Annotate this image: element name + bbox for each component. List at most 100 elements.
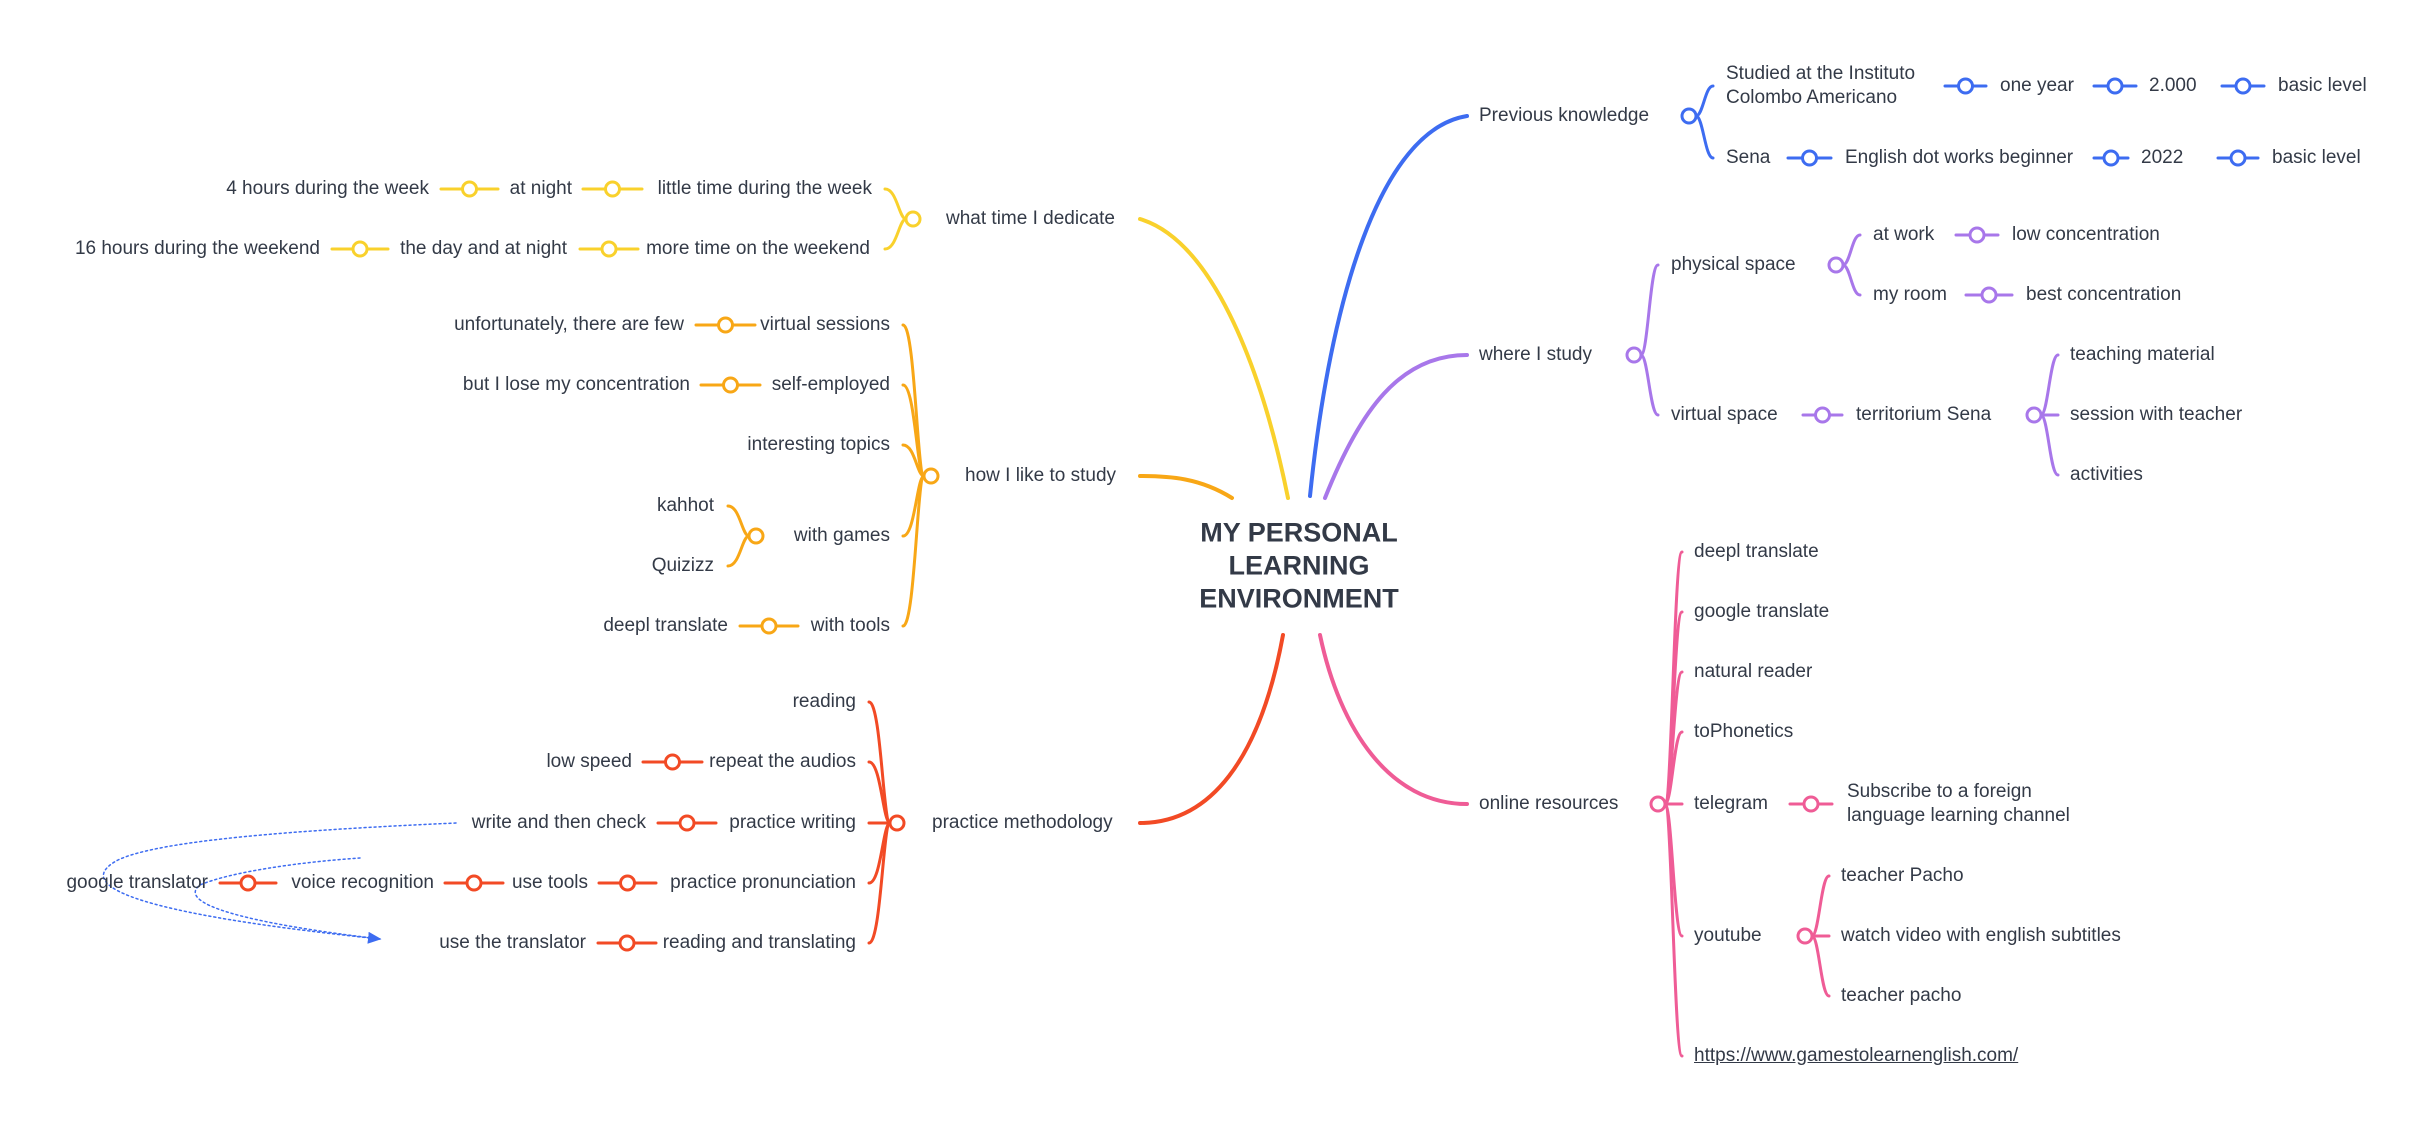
online-hub[interactable] bbox=[1649, 795, 1667, 813]
audios-low-speed[interactable]: low speed bbox=[546, 751, 632, 772]
how-virtual-sessions[interactable]: virtual sessions bbox=[760, 314, 890, 335]
time-weekend[interactable]: more time on the weekend bbox=[646, 238, 870, 259]
online-youtube[interactable]: youtube bbox=[1694, 925, 1762, 946]
how-self-employed-note[interactable]: but I lose my concentration bbox=[462, 374, 690, 395]
where-hub[interactable] bbox=[1625, 346, 1643, 364]
room-link-node[interactable] bbox=[1980, 286, 1998, 304]
physical-hub[interactable] bbox=[1827, 256, 1845, 274]
how-with-tools[interactable]: with tools bbox=[810, 615, 890, 636]
translating-note[interactable]: use the translator bbox=[439, 932, 586, 953]
online-tophonetics[interactable]: toPhonetics bbox=[1694, 721, 1794, 742]
knowledge-sena[interactable]: Sena bbox=[1726, 147, 1771, 168]
work-low-concentration[interactable]: low concentration bbox=[2012, 224, 2160, 245]
time-week-link-2-node[interactable] bbox=[461, 180, 478, 198]
physical-at-work[interactable]: at work bbox=[1873, 224, 1935, 245]
branch-time[interactable]: what time I dedicate bbox=[946, 208, 1115, 229]
inst-link-1-node[interactable] bbox=[1957, 77, 1974, 95]
how-virtual-link-node[interactable] bbox=[717, 316, 734, 334]
inst-link-2-node[interactable] bbox=[2106, 77, 2124, 95]
games-kahhot[interactable]: kahhot bbox=[656, 495, 714, 516]
how-with-games[interactable]: with games bbox=[793, 525, 890, 546]
writing-link-node[interactable] bbox=[678, 814, 696, 832]
games-quizizz[interactable]: Quizizz bbox=[651, 555, 714, 576]
time-hub[interactable] bbox=[904, 210, 922, 228]
method-repeat-audios[interactable]: repeat the audios bbox=[709, 751, 856, 772]
sena-basic-level[interactable]: basic level bbox=[2272, 147, 2361, 168]
virtual-territorium-sena[interactable]: territorium Sena bbox=[1856, 404, 1992, 425]
where-fan-1 bbox=[1639, 353, 1660, 417]
time-week-hours[interactable]: 4 hours during the week bbox=[226, 178, 429, 199]
online-google-translate[interactable]: google translate bbox=[1694, 601, 1830, 622]
territorium-hub[interactable] bbox=[2025, 406, 2043, 424]
knowledge-hub[interactable] bbox=[1680, 107, 1698, 125]
time-week-at-night[interactable]: at night bbox=[509, 178, 572, 199]
central-topic[interactable]: MY PERSONAL LEARNING ENVIRONMENT bbox=[1199, 517, 1399, 616]
sena-link-1-node[interactable] bbox=[1801, 149, 1818, 167]
branch-knowledge[interactable]: Previous knowledge bbox=[1479, 105, 1650, 126]
youtube-teacher-pacho-2[interactable]: teacher pacho bbox=[1841, 985, 1962, 1006]
online-games-link[interactable]: https://www.gamestolearnenglish.com/ bbox=[1694, 1045, 2019, 1066]
territorium-teaching-material[interactable]: teaching material bbox=[2070, 344, 2215, 365]
instituto-2000[interactable]: 2.000 bbox=[2149, 75, 2197, 96]
youtube-teacher-pacho[interactable]: teacher Pacho bbox=[1841, 865, 1964, 886]
work-link-node[interactable] bbox=[1968, 226, 1986, 244]
audios-link-node[interactable] bbox=[664, 753, 681, 771]
branch-where[interactable]: where I study bbox=[1479, 344, 1592, 365]
how-self-link-node[interactable] bbox=[722, 376, 739, 394]
time-week-link-1-node[interactable] bbox=[604, 180, 621, 198]
territorium-session-teacher[interactable]: session with teacher bbox=[2070, 404, 2243, 425]
youtube-watch-subtitles[interactable]: watch video with english subtitles bbox=[1841, 925, 2121, 946]
method-hub[interactable] bbox=[888, 814, 906, 832]
branch-how[interactable]: how I like to study bbox=[965, 465, 1117, 486]
method-practice-writing[interactable]: practice writing bbox=[729, 812, 856, 833]
pron-link-1-node[interactable] bbox=[619, 874, 636, 892]
pron-link-2-node[interactable] bbox=[465, 874, 483, 892]
time-fan-0 bbox=[883, 187, 908, 221]
territorium-activities[interactable]: activities bbox=[2070, 464, 2143, 485]
writing-note[interactable]: write and then check bbox=[471, 812, 646, 833]
method-reading[interactable]: reading bbox=[792, 691, 856, 712]
time-week[interactable]: little time during the week bbox=[657, 178, 872, 199]
online-natural-reader[interactable]: natural reader bbox=[1694, 661, 1813, 682]
method-reading-translating[interactable]: reading and translating bbox=[662, 932, 856, 953]
how-interesting-topics[interactable]: interesting topics bbox=[747, 434, 890, 455]
telegram-subscribe[interactable]: Subscribe to a foreign language learning… bbox=[1847, 780, 2070, 828]
method-practice-pronunciation[interactable]: practice pronunciation bbox=[670, 872, 856, 893]
time-weekend-link-1-node[interactable] bbox=[600, 240, 618, 258]
sena-link-3-node[interactable] bbox=[2229, 149, 2247, 167]
pronunciation-voice-recognition[interactable]: voice recognition bbox=[291, 872, 434, 893]
physical-fan-1 bbox=[1841, 263, 1862, 297]
instituto-basic-level[interactable]: basic level bbox=[2278, 75, 2367, 96]
branch-online[interactable]: online resources bbox=[1479, 793, 1619, 814]
instituto-one-year[interactable]: one year bbox=[2000, 75, 2074, 96]
pronunciation-use-tools[interactable]: use tools bbox=[511, 872, 588, 893]
where-physical-space[interactable]: physical space bbox=[1671, 254, 1796, 275]
time-weekend-day-night[interactable]: the day and at night bbox=[400, 238, 567, 259]
online-deepl-translate[interactable]: deepl translate bbox=[1694, 541, 1819, 562]
telegram-link-node[interactable] bbox=[1802, 795, 1820, 813]
branch-method[interactable]: practice methodology bbox=[932, 812, 1113, 833]
physical-my-room[interactable]: my room bbox=[1873, 284, 1947, 305]
time-weekend-link-2-node[interactable] bbox=[351, 240, 369, 258]
youtube-hub[interactable] bbox=[1796, 927, 1814, 945]
room-best-concentration[interactable]: best concentration bbox=[2026, 284, 2182, 305]
translating-link-node[interactable] bbox=[618, 934, 636, 952]
sena-year[interactable]: 2022 bbox=[2141, 147, 2184, 168]
pron-link-3-node[interactable] bbox=[239, 874, 257, 892]
games-hub[interactable] bbox=[747, 527, 765, 545]
pronunciation-google-translator[interactable]: google translator bbox=[66, 872, 208, 893]
how-self-employed[interactable]: self-employed bbox=[771, 374, 890, 395]
knowledge-instituto[interactable]: Studied at the Instituto Colombo America… bbox=[1726, 62, 1915, 110]
sena-link-2-node[interactable] bbox=[2102, 149, 2120, 167]
where-virtual-space[interactable]: virtual space bbox=[1671, 404, 1778, 425]
how-virtual-sessions-note[interactable]: unfortunately, there are few bbox=[454, 314, 684, 335]
branch-line-time bbox=[1138, 217, 1290, 500]
tools-link-node[interactable] bbox=[760, 617, 778, 635]
sena-course[interactable]: English dot works beginner bbox=[1845, 147, 2074, 168]
tools-deepl[interactable]: deepl translate bbox=[603, 615, 728, 636]
how-hub[interactable] bbox=[922, 467, 940, 485]
virtual-link-node[interactable] bbox=[1814, 406, 1831, 424]
online-telegram[interactable]: telegram bbox=[1694, 793, 1768, 814]
inst-link-3-node[interactable] bbox=[2234, 77, 2252, 95]
time-weekend-hours[interactable]: 16 hours during the weekend bbox=[74, 238, 320, 259]
